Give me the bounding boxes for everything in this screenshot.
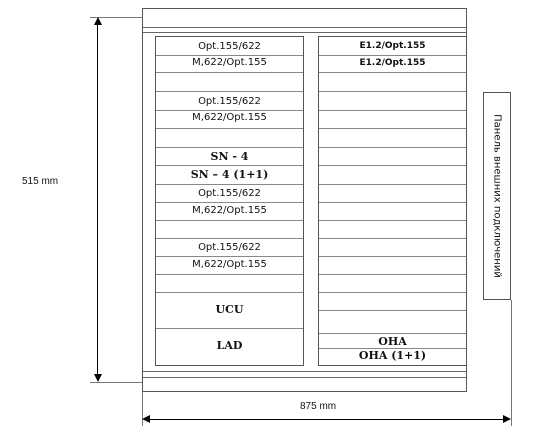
slot-divider — [319, 274, 466, 275]
slot-divider — [319, 310, 466, 311]
card-label-sn4: SN - 4 — [210, 150, 249, 163]
card-label-opt: Opt.155/622 — [198, 41, 261, 52]
slot-divider — [156, 128, 303, 129]
slot-divider — [319, 91, 466, 92]
card-label-lad: LAD — [216, 339, 243, 352]
slot-divider — [319, 184, 466, 185]
slot-divider — [156, 184, 303, 185]
card-label-m622: M,622/Opt.155 — [192, 259, 267, 270]
slot-divider — [156, 292, 303, 293]
width-extension-right — [511, 300, 512, 426]
slot-divider — [319, 202, 466, 203]
height-label: 515 mm — [22, 176, 59, 187]
width-label: 875 mm — [300, 401, 337, 412]
slot-divider — [319, 292, 466, 293]
slot-divider — [319, 220, 466, 221]
right-card-column: E1.2/Opt.155 E1.2/Opt.155 OHA OHA (1+1) — [318, 36, 467, 366]
height-extension-bottom — [90, 382, 142, 383]
slot-divider — [156, 147, 303, 148]
slot-divider — [319, 348, 466, 349]
height-extension-top — [90, 17, 142, 18]
slot-divider — [319, 333, 466, 334]
slot-divider — [156, 274, 303, 275]
slot-divider — [156, 91, 303, 92]
arrow-right-icon — [503, 415, 511, 423]
slot-divider — [156, 72, 303, 73]
height-dimension-line — [97, 20, 98, 380]
cabinet-bottom-rail — [143, 371, 466, 372]
arrow-up-icon — [94, 17, 102, 25]
side-panel-label: Панель внешних подключений — [491, 114, 503, 278]
slot-divider — [156, 110, 303, 111]
slot-divider — [319, 128, 466, 129]
slot-divider — [156, 202, 303, 203]
card-label-opt: Opt.155/622 — [198, 188, 261, 199]
cabinet-top-rail — [143, 27, 466, 28]
card-label-oha-redundant: OHA (1+1) — [358, 349, 427, 362]
card-label-m622: M,622/Opt.155 — [192, 205, 267, 216]
slot-divider — [319, 110, 466, 111]
slot-divider — [319, 165, 466, 166]
card-label-m622: M,622/Opt.155 — [192, 112, 267, 123]
slot-divider — [156, 220, 303, 221]
card-label-e1: E1.2/Opt.155 — [359, 41, 426, 51]
card-label-oha: OHA — [378, 335, 407, 348]
left-card-column: Opt.155/622 M,622/Opt.155 Opt.155/622 M,… — [155, 36, 304, 366]
slot-divider — [319, 147, 466, 148]
card-label-opt: Opt.155/622 — [198, 242, 261, 253]
slot-divider — [156, 55, 303, 56]
arrow-down-icon — [94, 374, 102, 382]
card-label-e1: E1.2/Opt.155 — [359, 58, 426, 68]
width-extension-left — [142, 392, 143, 426]
slot-divider — [319, 55, 466, 56]
card-label-opt: Opt.155/622 — [198, 96, 261, 107]
slot-divider — [156, 165, 303, 166]
card-label-m622: M,622/Opt.155 — [192, 57, 267, 68]
slot-divider — [156, 256, 303, 257]
slot-divider — [319, 238, 466, 239]
card-label-sn4-redundant: SN – 4 (1+1) — [190, 168, 269, 181]
arrow-left-icon — [142, 415, 150, 423]
slot-divider — [319, 72, 466, 73]
slot-divider — [319, 256, 466, 257]
width-dimension-line — [146, 419, 507, 420]
cabinet-bottom-rail-inner — [143, 377, 466, 378]
slot-divider — [156, 238, 303, 239]
card-label-ucu: UCU — [215, 303, 244, 316]
external-connections-panel: Панель внешних подключений — [483, 92, 511, 300]
cabinet-top-rail-inner — [143, 32, 466, 33]
slot-divider — [156, 328, 303, 329]
